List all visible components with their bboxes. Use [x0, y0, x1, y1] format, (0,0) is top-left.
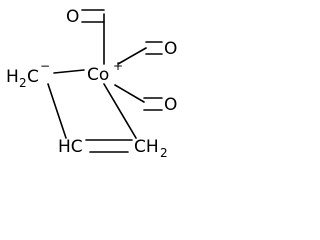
bond-ch2-co: [53, 69, 85, 74]
allyl-cobalt-tricarbonyl-structure: O O O H 2 C − Co + HC CH 2: [6, 7, 177, 160]
oxygen-top-label: O: [66, 7, 79, 27]
oxygen-right-label: O: [164, 39, 177, 59]
bond-co-alkene-ch2: [103, 83, 137, 139]
methylene-c-label: C: [27, 67, 39, 87]
alkene-ch2-label: CH: [134, 137, 159, 157]
bond-co-carbonyl-lower: [114, 84, 145, 103]
cobalt-charge: +: [113, 59, 123, 73]
bonds: [47, 9, 163, 153]
methylene-h-label: H: [6, 67, 19, 87]
atom-labels: O O O H 2 C − Co + HC CH 2: [6, 7, 177, 160]
bond-ch2-hc: [47, 83, 67, 139]
methylene-charge: −: [40, 59, 50, 73]
oxygen-lower-label: O: [164, 95, 177, 115]
alkene-hc-label: HC: [58, 137, 83, 157]
alkene-ch2-subscript: 2: [160, 146, 168, 160]
bond-co-carbonyl-right: [117, 47, 147, 65]
methylene-subscript: 2: [19, 76, 27, 90]
cobalt-label: Co: [87, 65, 109, 85]
